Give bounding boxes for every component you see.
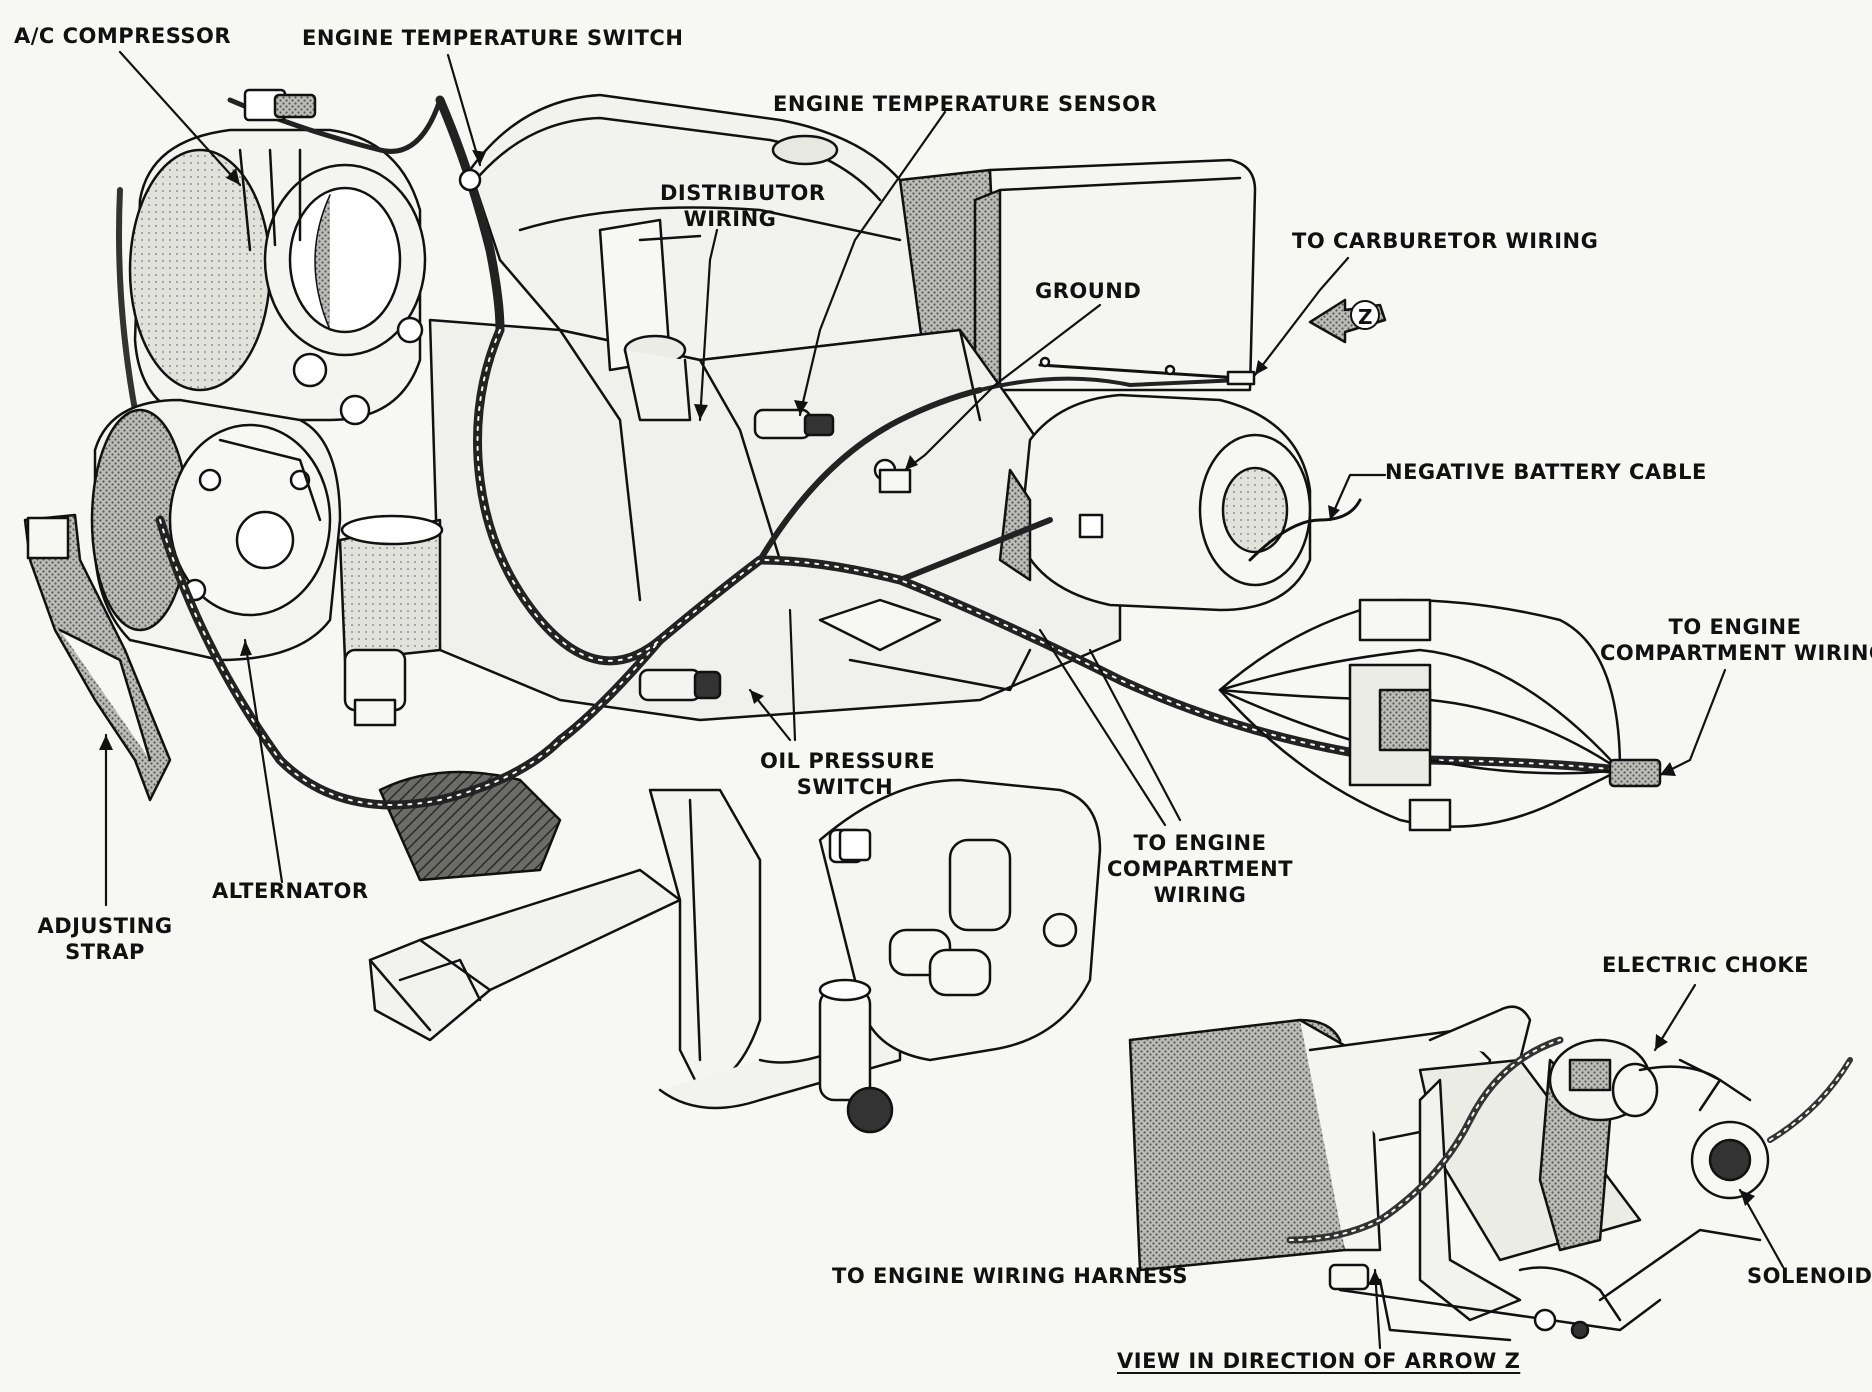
oil-pressure-switch-part xyxy=(638,668,722,702)
label-to-engine-compartment-wiring-center-line2: COMPARTMENT xyxy=(1106,857,1294,881)
label-oil-pressure-switch-line2: SWITCH xyxy=(796,775,894,799)
alternator xyxy=(90,398,342,662)
label-adjusting-strap: ADJUSTING STRAP xyxy=(30,913,180,965)
arrow-z-indicator xyxy=(1308,298,1387,344)
adjusting-strap xyxy=(23,513,172,802)
air-cleaner-box xyxy=(973,158,1257,392)
label-to-engine-compartment-wiring-right-line2: COMPARTMENT WIRING xyxy=(1600,641,1872,665)
inset-view-z xyxy=(1128,1005,1853,1342)
label-alternator: ALTERNATOR xyxy=(212,879,369,903)
label-distributor-wiring-line2: WIRING xyxy=(683,207,777,231)
label-engine-temperature-switch: ENGINE TEMPERATURE SWITCH xyxy=(302,26,684,50)
label-to-engine-compartment-wiring-center: TO ENGINE COMPARTMENT WIRING xyxy=(1105,830,1295,908)
label-oil-pressure-switch: OIL PRESSURE SWITCH xyxy=(760,748,936,800)
ground-terminal xyxy=(873,458,912,494)
label-negative-battery-cable: NEGATIVE BATTERY CABLE xyxy=(1385,460,1707,484)
engine-temperature-sensor xyxy=(753,408,835,440)
label-to-engine-compartment-wiring-right-line1: TO ENGINE xyxy=(1668,615,1802,639)
arrow-z-letter: Z xyxy=(1358,305,1373,329)
label-to-carburetor-wiring: TO CARBURETOR WIRING xyxy=(1292,229,1599,253)
negative-battery-cable-lead xyxy=(1248,498,1362,562)
label-distributor-wiring: DISTRIBUTOR WIRING xyxy=(660,180,826,232)
label-to-engine-compartment-wiring-right: TO ENGINE COMPARTMENT WIRING xyxy=(1600,614,1872,666)
label-engine-temperature-sensor: ENGINE TEMPERATURE SENSOR xyxy=(773,92,1158,116)
misc-small-parts xyxy=(818,598,1078,948)
oil-filter xyxy=(338,514,444,727)
label-to-engine-compartment-wiring-center-line1: TO ENGINE xyxy=(1133,831,1267,855)
label-view-in-direction-of-arrow-z: VIEW IN DIRECTION OF ARROW Z xyxy=(1117,1349,1521,1373)
harness-wrap-pattern xyxy=(159,329,1621,806)
leader-arrowheads xyxy=(99,150,1755,1285)
carburetor-wire-lead xyxy=(1038,356,1256,386)
label-adjusting-strap-line1: ADJUSTING xyxy=(37,914,173,938)
label-to-engine-wiring-harness: TO ENGINE WIRING HARNESS xyxy=(832,1264,1188,1288)
exhaust-manifold xyxy=(818,778,1102,1134)
harness-connector-bundle xyxy=(1218,598,1662,832)
label-ac-compressor: A/C COMPRESSOR xyxy=(14,24,232,48)
ac-compressor xyxy=(116,128,427,426)
label-ground: GROUND xyxy=(1035,279,1142,303)
label-adjusting-strap-line2: STRAP xyxy=(65,940,145,964)
engine-temperature-switch xyxy=(243,88,482,192)
label-solenoid: SOLENOID xyxy=(1747,1264,1872,1288)
engine-mount-bracket xyxy=(368,770,902,1110)
label-to-engine-compartment-wiring-center-line3: WIRING xyxy=(1153,883,1247,907)
distributor xyxy=(998,393,1312,612)
label-electric-choke: ELECTRIC CHOKE xyxy=(1602,953,1809,977)
label-oil-pressure-switch-line1: OIL PRESSURE xyxy=(760,749,936,773)
label-distributor-wiring-line1: DISTRIBUTOR xyxy=(660,181,826,205)
